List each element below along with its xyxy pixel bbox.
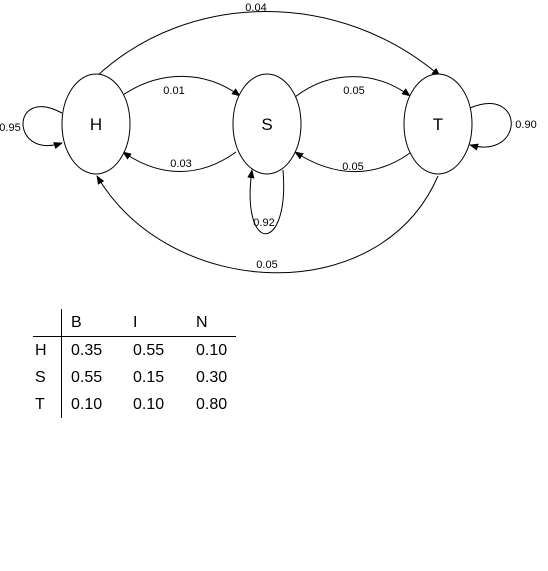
edge-label-h-to-h: 0.95 xyxy=(0,122,21,134)
edge-label-t-to-s: 0.05 xyxy=(342,161,363,173)
edge-s-to-t xyxy=(294,76,411,98)
table-row: S 0.55 0.15 0.30 xyxy=(33,364,236,391)
table-cell: 0.15 xyxy=(133,368,165,386)
table-cell: 0.80 xyxy=(196,395,228,413)
column-header: N xyxy=(196,309,236,337)
row-header: T xyxy=(33,391,62,418)
emission-table: B I N H 0.35 0.55 0.10 S 0.55 0.15 0.30 … xyxy=(33,309,236,418)
table-corner-cell xyxy=(33,309,62,337)
edge-label-s-to-t: 0.05 xyxy=(343,85,364,97)
edge-h-to-h xyxy=(22,106,63,149)
state-label-s: S xyxy=(261,115,272,134)
row-header: S xyxy=(33,364,62,391)
table-row: H 0.35 0.55 0.10 xyxy=(33,336,236,364)
table-cell: 0.55 xyxy=(133,341,165,359)
table-cell: 0.10 xyxy=(71,395,103,413)
edge-label-s-to-s: 0.92 xyxy=(253,217,274,229)
edge-s-to-s xyxy=(247,169,285,234)
edge-s-to-h xyxy=(122,151,237,172)
state-label-h: H xyxy=(90,115,102,134)
state-label-t: T xyxy=(433,115,443,134)
edge-h-to-s xyxy=(122,75,241,97)
table-cell: 0.10 xyxy=(196,341,228,359)
row-header: H xyxy=(33,336,62,364)
column-header: I xyxy=(133,309,196,337)
table-cell: 0.30 xyxy=(196,368,228,386)
edge-t-to-h xyxy=(96,175,439,274)
edge-label-t-to-h: 0.05 xyxy=(256,259,277,271)
edge-t-to-s xyxy=(294,151,411,173)
state-diagram: H S T 0.95 0.01 0.04 0.03 0.92 0.05 0.05… xyxy=(0,2,537,274)
table-cell: 0.55 xyxy=(71,368,103,386)
table-cell: 0.35 xyxy=(71,341,103,359)
edge-label-h-to-s: 0.01 xyxy=(163,85,184,97)
table-row: T 0.10 0.10 0.80 xyxy=(33,391,236,418)
state-node-t xyxy=(403,73,473,175)
edge-label-s-to-h: 0.03 xyxy=(170,158,191,170)
table-header-row: B I N xyxy=(33,309,236,337)
edge-t-to-t xyxy=(469,103,512,151)
column-header: B xyxy=(61,309,133,337)
state-node-h xyxy=(61,73,131,175)
state-node-s xyxy=(232,73,302,175)
edge-label-h-to-t: 0.04 xyxy=(245,2,266,14)
edge-h-to-t xyxy=(96,11,441,77)
table-cell: 0.10 xyxy=(133,395,165,413)
edge-label-t-to-t: 0.90 xyxy=(515,119,536,131)
